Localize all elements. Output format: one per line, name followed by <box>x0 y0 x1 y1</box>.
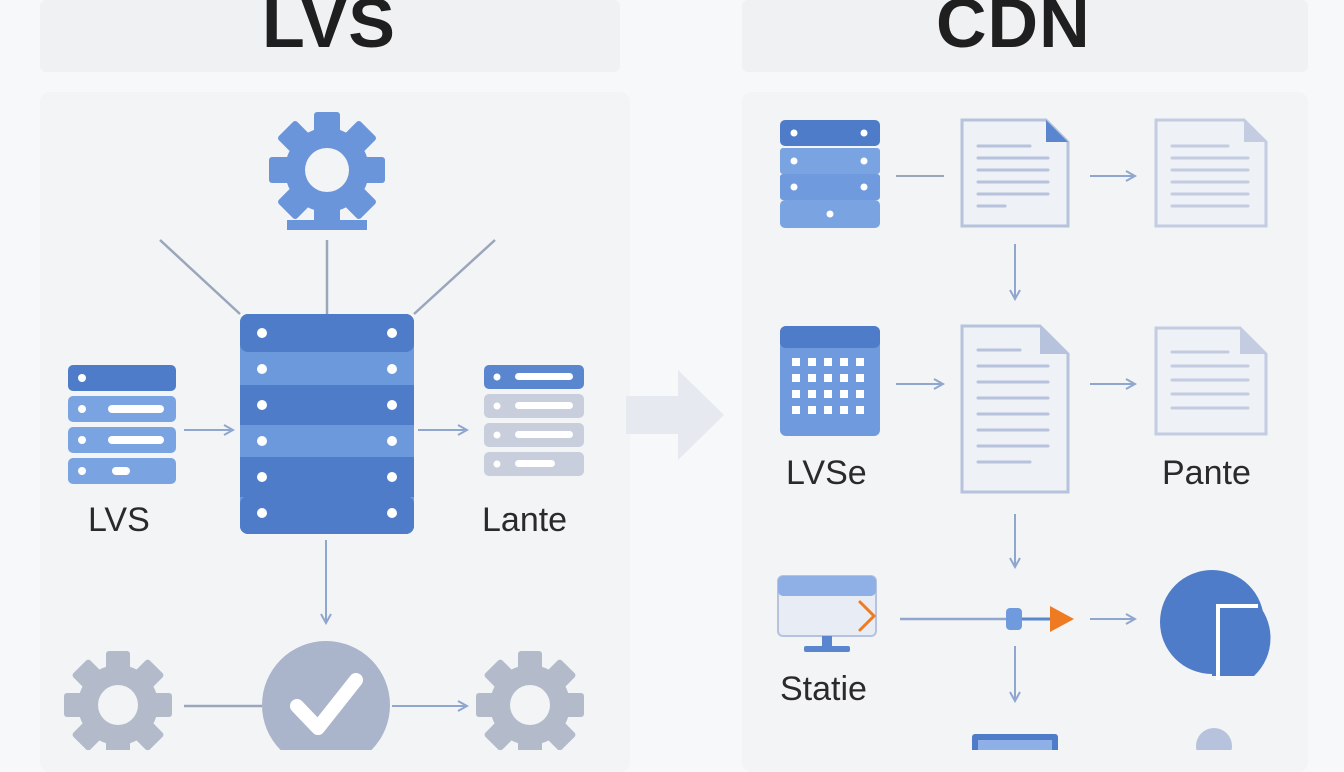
user-avatar-icon <box>1196 728 1232 750</box>
gear-icon <box>269 112 385 230</box>
right-header-band <box>742 0 1308 72</box>
edge-label: LVSe <box>786 454 867 492</box>
document-icon <box>960 324 1070 494</box>
backend-label: Lante <box>482 501 568 539</box>
monitor-icon <box>972 734 1058 750</box>
request-flow <box>900 606 1074 632</box>
server-connectors <box>159 239 496 315</box>
origin-server-icon <box>780 120 880 228</box>
gear-icon <box>476 651 584 750</box>
client-server-icon <box>68 365 176 484</box>
architecture-diagram <box>64 112 1271 750</box>
right-panel-title: CDN <box>936 0 1091 62</box>
client-label: LVS <box>88 501 150 539</box>
left-panel-title: LVS <box>262 0 396 62</box>
gear-icon <box>64 651 172 750</box>
document-icon <box>1154 118 1268 228</box>
transition-arrow-icon <box>626 370 724 460</box>
monitor-icon <box>777 575 877 652</box>
document-icon <box>960 118 1070 228</box>
left-header-band <box>40 0 620 72</box>
load-balancer-server-icon <box>240 314 414 534</box>
document-icon <box>1154 326 1268 436</box>
replica-label: Pante <box>1162 454 1251 492</box>
edge-server-grid-icon <box>780 326 880 436</box>
lvs-arrows <box>184 430 466 622</box>
cache-pie-icon <box>1160 570 1271 680</box>
static-label: Statie <box>780 670 867 708</box>
check-icon <box>262 641 390 750</box>
backend-server-icon <box>484 365 584 476</box>
